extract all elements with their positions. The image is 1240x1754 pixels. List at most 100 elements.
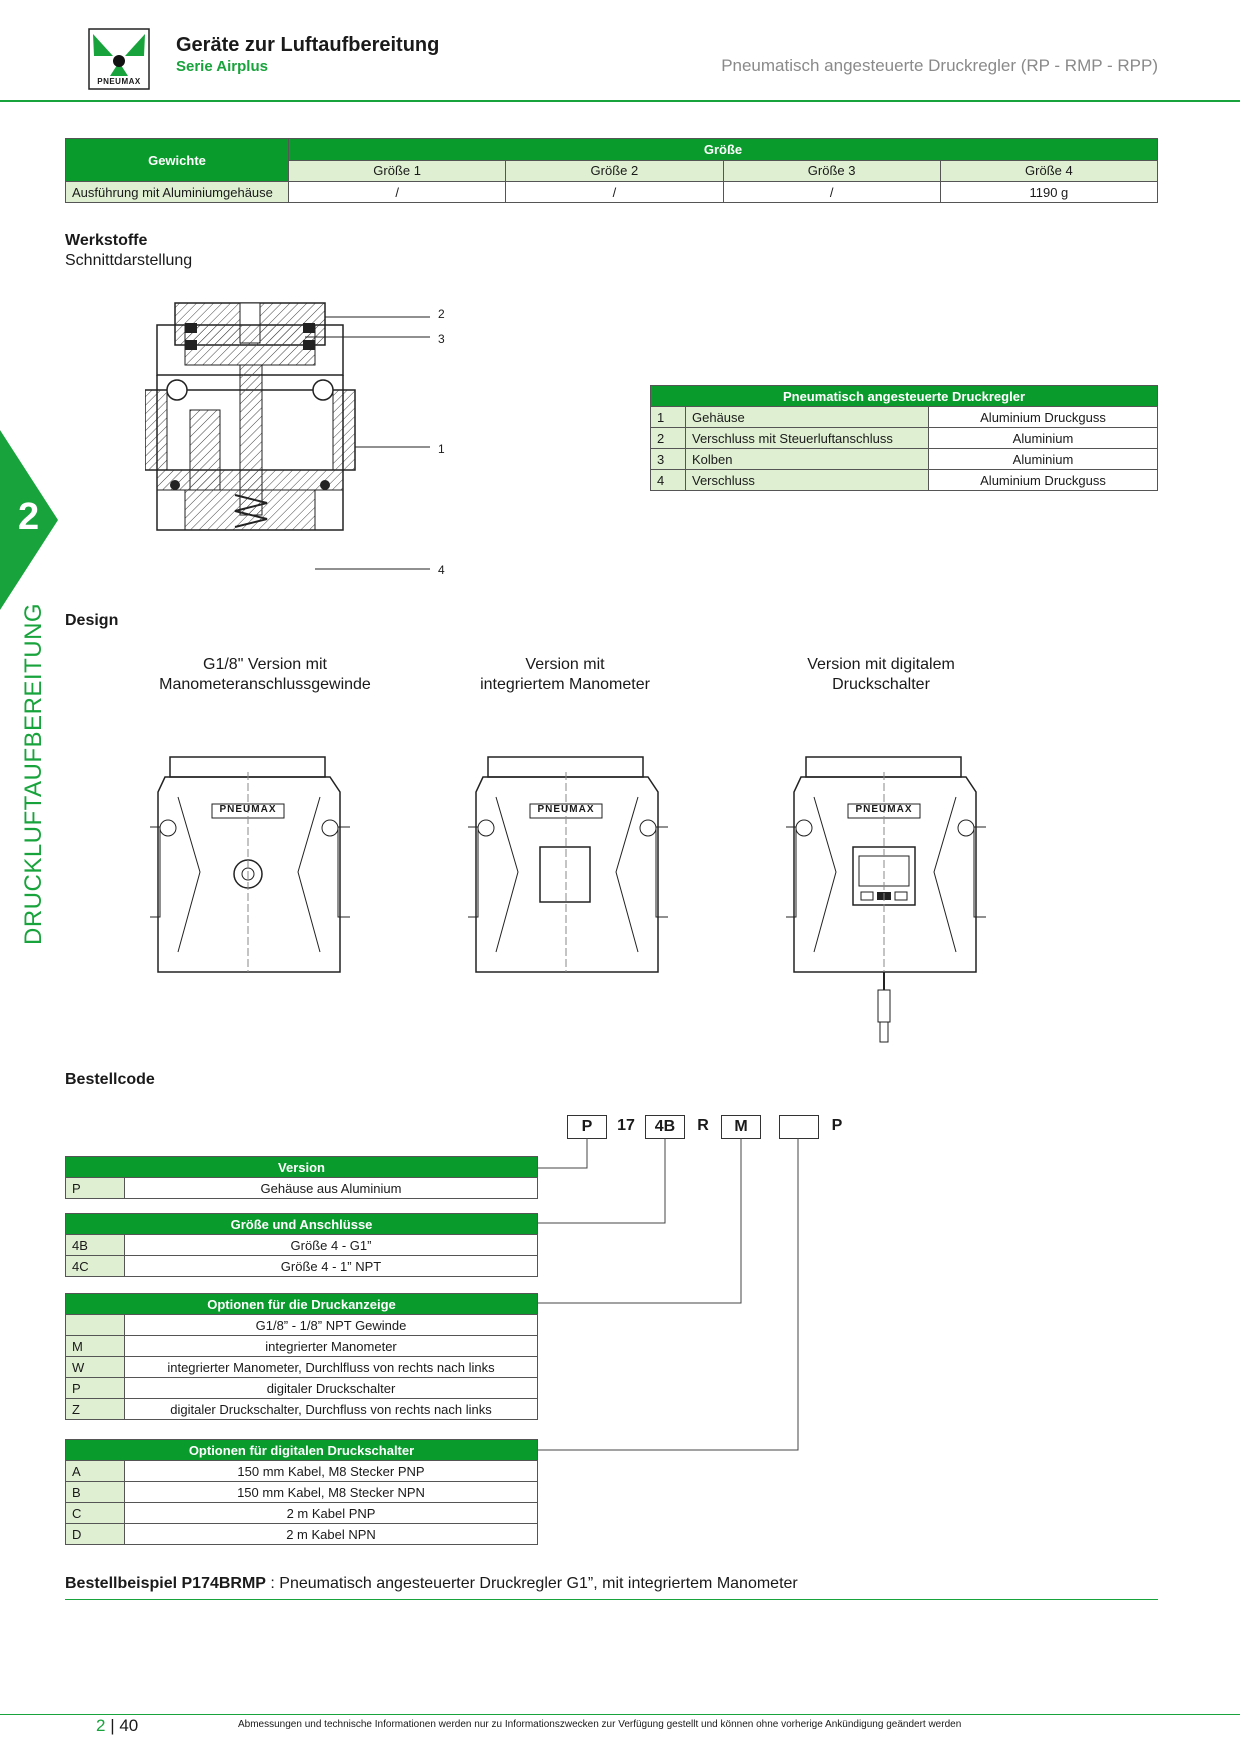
part-number: 1: [650, 406, 686, 428]
size-header: Größe 2: [505, 159, 724, 182]
chapter-label: DRUCKLUFTAUFBEREITUNG: [20, 602, 47, 945]
chapter-tab: [0, 430, 58, 610]
option-desc: 150 mm Kabel, M8 Stecker PNP: [124, 1460, 538, 1482]
code-connector-lines: [538, 1138, 799, 1451]
code-4b: 4B: [645, 1115, 685, 1139]
part-number: 2: [650, 427, 686, 449]
part-number: 4: [650, 469, 686, 491]
option-desc: 150 mm Kabel, M8 Stecker NPN: [124, 1481, 538, 1503]
design-drawing-digital-switch: [786, 756, 986, 1043]
header-divider: [0, 100, 1240, 102]
design-caption-2: Version mit integriertem Manometer: [480, 656, 650, 693]
part-name: Kolben: [685, 448, 929, 470]
order-title: Bestellcode: [65, 1071, 155, 1088]
chapter-number: 2: [18, 496, 40, 538]
design-caption-3: Version mit digitalem Druckschalter: [807, 656, 955, 693]
design-drawing-gauge-port: [150, 756, 350, 973]
option-code: P: [65, 1377, 125, 1399]
option-code: B: [65, 1481, 125, 1503]
option-desc: digitaler Druckschalter, Durchfluss von …: [124, 1398, 538, 1420]
size-group-header: Größe: [288, 138, 1158, 161]
callout-2: 2: [438, 307, 445, 321]
option-code: Z: [65, 1398, 125, 1420]
design-drawing-integrated-gauge: [468, 756, 668, 973]
weight-value: /: [287, 181, 507, 203]
option-code: 4C: [65, 1255, 125, 1277]
weight-value: /: [722, 181, 941, 203]
weights-header: Gewichte: [65, 138, 289, 182]
materials-table: Pneumatisch angesteuerte Druckregler 1 G…: [650, 385, 1158, 491]
option-code: M: [65, 1335, 125, 1357]
option-desc: Größe 4 - G1”: [124, 1234, 538, 1256]
logo-text: PNEUMAX: [97, 77, 141, 86]
order-example-label: Bestellbeispiel P174BRMP: [65, 1575, 266, 1592]
size-header: Größe 3: [722, 159, 941, 182]
materials-title: Werkstoffe: [65, 232, 148, 249]
section-drawing: [145, 302, 430, 570]
option-desc: G1/8” - 1/8” NPT Gewinde: [124, 1314, 538, 1336]
callout-1: 1: [438, 442, 445, 456]
footer-note: Abmessungen und technische Informationen…: [238, 1719, 962, 1730]
option-desc: 2 m Kabel NPN: [124, 1523, 538, 1545]
part-name: Gehäuse: [685, 406, 929, 428]
digital-options-table: Optionen für digitalen Druckschalter A 1…: [65, 1439, 538, 1545]
code-17: 17: [617, 1117, 635, 1134]
option-code: C: [65, 1502, 125, 1524]
option-desc: integrierter Manometer: [124, 1335, 538, 1357]
page-number: 2 | 40: [96, 1716, 139, 1735]
option-code: [65, 1314, 125, 1336]
weights-row-label: Ausführung mit Aluminiumgehäuse: [65, 181, 289, 203]
design-title: Design: [65, 612, 119, 629]
brand-label: PNEUMAX: [219, 804, 277, 815]
part-number: 3: [650, 448, 686, 470]
option-desc: 2 m Kabel PNP: [124, 1502, 538, 1524]
page-title: Geräte zur Luftaufbereitung: [176, 34, 440, 56]
part-material: Aluminium: [928, 427, 1158, 449]
part-material: Aluminium: [928, 448, 1158, 470]
callout-4: 4: [438, 563, 445, 577]
callout-3: 3: [438, 332, 445, 346]
code-r: R: [697, 1117, 709, 1134]
option-code: A: [65, 1460, 125, 1482]
part-material: Aluminium Druckguss: [928, 406, 1158, 428]
order-example-text: : Pneumatisch angesteuerter Druckregler …: [265, 1575, 798, 1592]
option-desc: digitaler Druckschalter: [124, 1377, 538, 1399]
footer-divider: [0, 1714, 1240, 1715]
code-p: P: [567, 1115, 607, 1139]
brand-label: PNEUMAX: [537, 804, 595, 815]
option-desc: Größe 4 - 1” NPT: [124, 1255, 538, 1277]
option-code: W: [65, 1356, 125, 1378]
brand-label: PNEUMAX: [855, 804, 913, 815]
code-p2: P: [831, 1117, 843, 1134]
part-material: Aluminium Druckguss: [928, 469, 1158, 491]
option-code: 4B: [65, 1234, 125, 1256]
order-example: Bestellbeispiel P174BRMP : Pneumatisch a…: [65, 1575, 798, 1593]
example-divider: [65, 1599, 1158, 1600]
weight-value: 1190 g: [939, 181, 1159, 203]
header-product: Pneumatisch angesteuerte Druckregler (RP…: [721, 56, 1158, 75]
size-title: Größe und Anschlüsse: [65, 1213, 538, 1235]
page-subtitle: Serie Airplus: [176, 58, 268, 75]
version-table: Version P Gehäuse aus Aluminium: [65, 1156, 538, 1199]
design-caption-1: G1/8" Version mit Manometeranschlussgewi…: [159, 656, 371, 693]
pneumax-logo-icon: [88, 28, 150, 90]
display-title: Optionen für die Druckanzeige: [65, 1293, 538, 1315]
part-name: Verschluss mit Steuerluftanschluss: [685, 427, 929, 449]
size-header: Größe 4: [939, 159, 1159, 182]
weight-value: /: [505, 181, 724, 203]
materials-subtitle: Schnittdarstellung: [65, 252, 193, 269]
logo: PNEUMAX: [88, 28, 150, 90]
option-code: D: [65, 1523, 125, 1545]
weights-table: Gewichte Größe Größe 1 Größe 2 Größe 3 G…: [65, 138, 1159, 203]
size-header: Größe 1: [287, 159, 507, 182]
code-m: M: [721, 1115, 761, 1139]
code-blank: [779, 1115, 819, 1139]
digital-title: Optionen für digitalen Druckschalter: [65, 1439, 538, 1461]
display-options-table: Optionen für die Druckanzeige G1/8” - 1/…: [65, 1293, 538, 1420]
size-table: Größe und Anschlüsse 4B Größe 4 - G1” 4C…: [65, 1213, 538, 1277]
version-title: Version: [65, 1156, 538, 1178]
option-desc: Gehäuse aus Aluminium: [124, 1177, 538, 1199]
part-name: Verschluss: [685, 469, 929, 491]
option-code: P: [65, 1177, 125, 1199]
materials-table-title: Pneumatisch angesteuerte Druckregler: [650, 385, 1158, 407]
